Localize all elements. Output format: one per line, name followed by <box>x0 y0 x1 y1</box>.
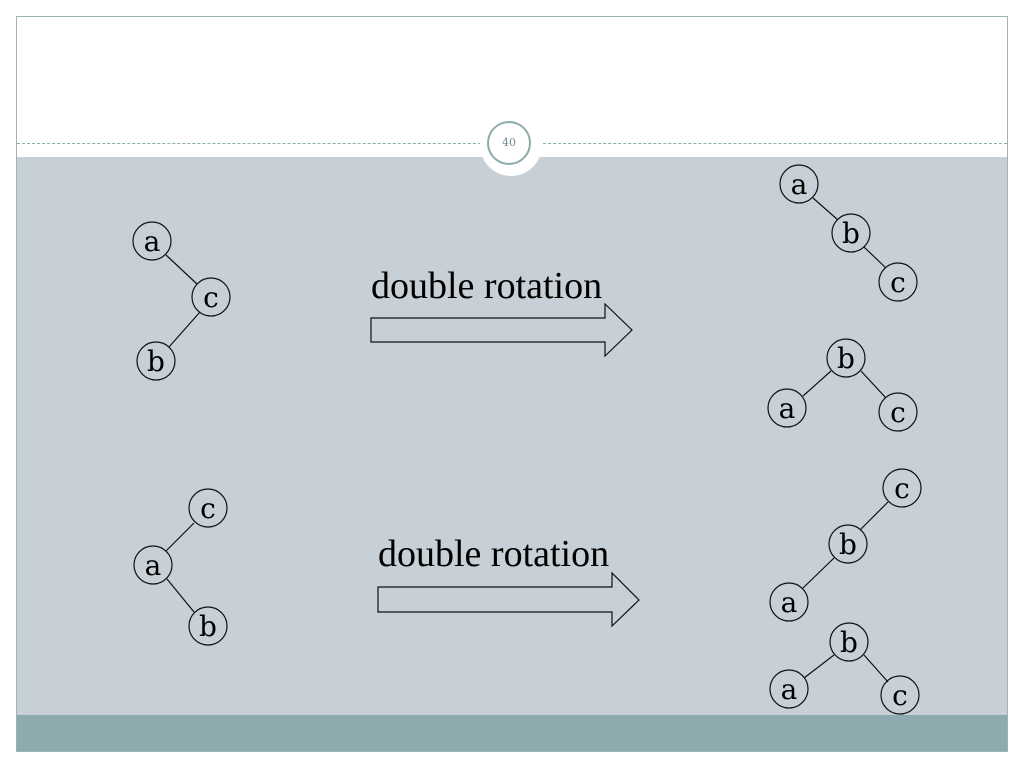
edge-b-a <box>801 557 835 590</box>
tree-node <box>826 338 866 378</box>
edge-b-c <box>860 370 887 399</box>
slide: 40 <box>16 16 1008 752</box>
rotation-label: double rotation <box>378 533 609 575</box>
edge-b-c <box>863 654 889 683</box>
right-arrow-icon <box>377 571 640 628</box>
tree-node <box>880 675 920 715</box>
row1-after-tree-2: b a c <box>767 338 918 432</box>
node-label: a <box>145 549 162 582</box>
node-label: c <box>203 281 219 314</box>
tree-node <box>831 213 871 253</box>
row2-before-tree: c a b <box>133 488 228 646</box>
tree-node <box>878 392 918 432</box>
tree-node <box>779 164 819 204</box>
tree-node <box>133 545 173 585</box>
edge-c-b <box>168 311 201 348</box>
edge-b-a <box>803 654 835 679</box>
node-label: b <box>837 342 855 375</box>
node-label: a <box>781 586 798 619</box>
node-label: b <box>842 217 860 250</box>
right-arrow-icon <box>370 302 633 358</box>
node-label: c <box>892 679 908 712</box>
edge-a-b <box>812 197 839 221</box>
node-label: c <box>890 266 906 299</box>
edge-a-b <box>166 578 195 613</box>
tree-node <box>136 341 176 381</box>
edge-b-a <box>802 370 832 397</box>
tree-node <box>882 468 922 508</box>
node-label: c <box>200 492 216 525</box>
node-label: c <box>890 396 906 429</box>
node-label: b <box>839 528 857 561</box>
node-label: a <box>144 225 161 258</box>
tree-node <box>878 262 918 302</box>
row2-after-tree-1: c b a <box>769 468 922 622</box>
tree-node <box>829 622 869 662</box>
node-label: a <box>791 168 808 201</box>
tree-node <box>188 488 228 528</box>
tree-node <box>132 221 172 261</box>
row1-before-tree: a c b <box>132 221 231 381</box>
node-label: c <box>894 472 910 505</box>
row2-after-tree-2: b a c <box>769 622 920 715</box>
page-number: 40 <box>502 136 516 149</box>
edge-b-c <box>863 246 887 269</box>
rotation-label: double rotation <box>371 265 602 307</box>
tree-node <box>828 524 868 564</box>
node-label: b <box>147 345 165 378</box>
node-label: b <box>199 610 217 643</box>
edge-a-c <box>165 254 198 285</box>
row1-after-tree-1: a b c <box>779 164 918 302</box>
edge-c-b <box>859 501 889 531</box>
footer-band <box>17 715 1007 751</box>
page-number-ring <box>487 121 531 165</box>
tree-node <box>769 582 809 622</box>
tree-node <box>769 669 809 709</box>
tree-node <box>767 388 807 428</box>
edge-c-a <box>165 522 195 552</box>
node-label: a <box>781 673 798 706</box>
tree-node <box>188 606 228 646</box>
tree-node <box>191 277 231 317</box>
node-label: b <box>840 626 858 659</box>
node-label: a <box>779 392 796 425</box>
